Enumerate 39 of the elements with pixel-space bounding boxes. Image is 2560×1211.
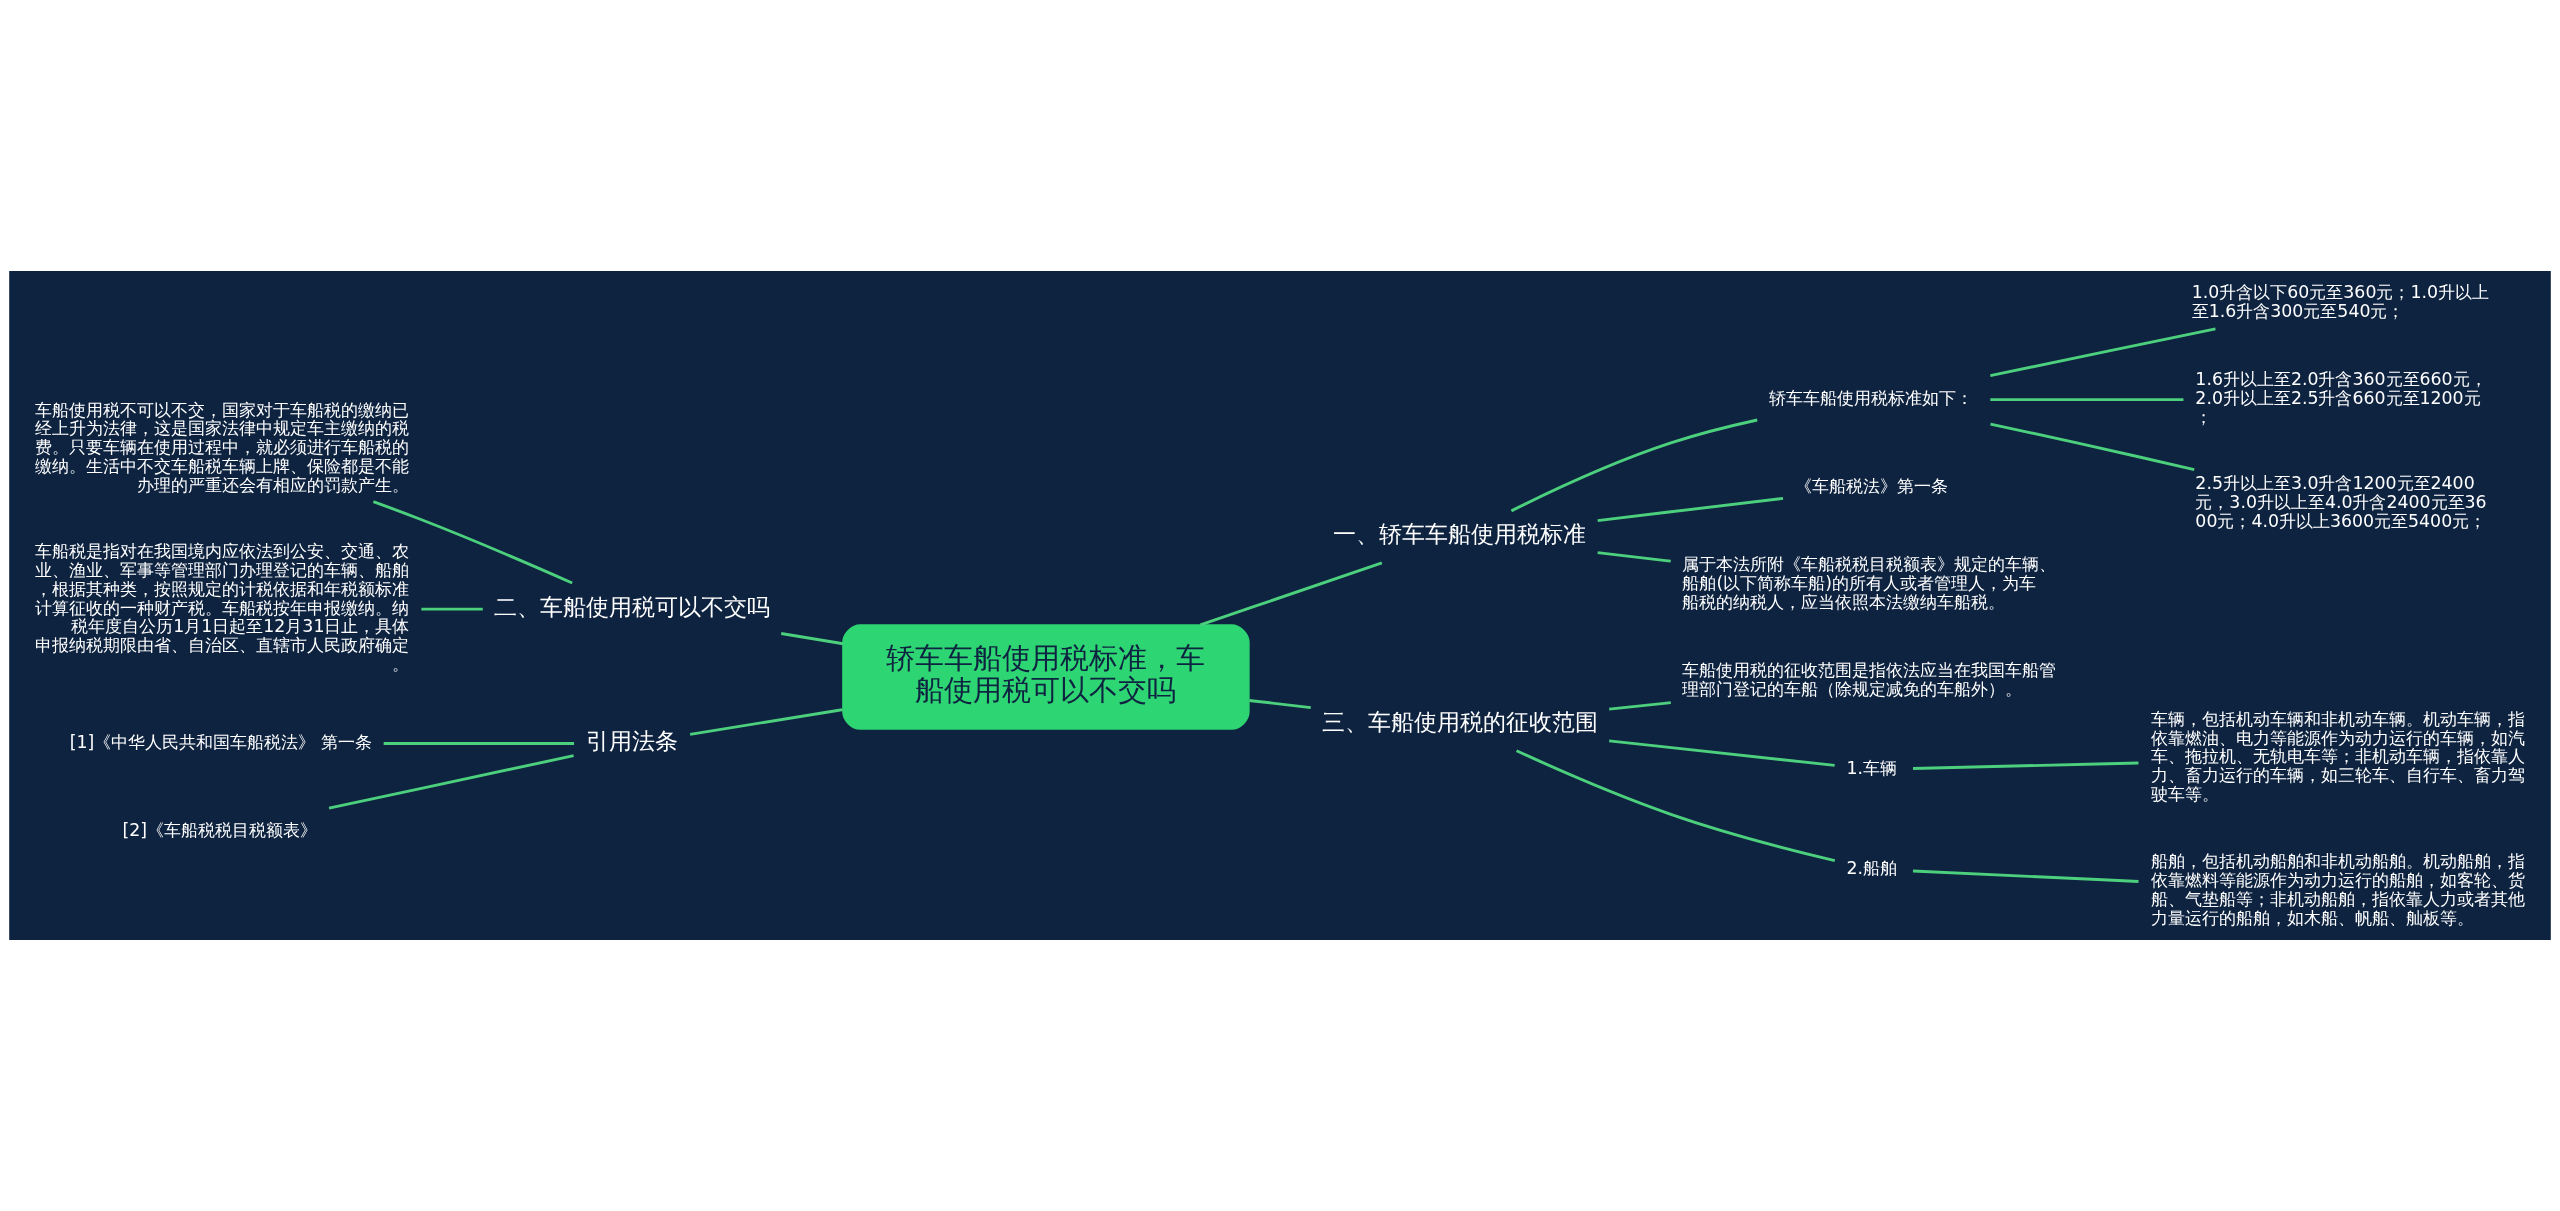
connector (421, 607, 483, 611)
connector (1990, 327, 2216, 378)
connector (1510, 418, 1758, 513)
node-text: 《车船税法》第一条 (1795, 476, 1949, 497)
connector (372, 500, 573, 585)
connector (1609, 739, 1835, 767)
connector (1199, 561, 1383, 627)
node-text: 二、车船使用税可以不交吗 (493, 593, 770, 620)
connector (328, 754, 574, 810)
connector (1990, 422, 2195, 471)
connector (1249, 699, 1311, 709)
connector (1912, 869, 2139, 883)
node-box: 轿车车船使用税标准，车船使用税可以不交吗 (842, 624, 1250, 730)
node-text: 属于本法所附《车船税税目税额表》规定的车辆、船舶(以下简称车船)的所有人或者管理人，为车船税的纳税人，应当依照本法缴纳车船税。 (1682, 554, 2057, 612)
node-text: 船舶，包括机动船舶和非机动船舶。机动船舶，指依靠燃料等能源作为动力运行的船舶，如客轮、货船、气垫船等；非机动船舶，指依靠人力或者其他力量运行的船舶，如木船、帆船、舢板等。 (2150, 851, 2525, 928)
node-text: 2.船舶 (1846, 857, 1897, 878)
connector (781, 632, 844, 646)
node-text: 2.5升以上至3.0升含1200元至2400元，3.0升以上至4.0升含2400元至3600元；4.0升以上3600元至5400元； (2195, 473, 2487, 531)
connector (1609, 701, 1671, 711)
connector (1912, 761, 2139, 770)
connector (1515, 749, 1836, 862)
node-text: 1.6升以上至2.0升含360元至660元，2.0升以上至2.5升含660元至1200元； (2195, 369, 2487, 427)
node-text: 一、轿车车船使用税标准 (1333, 521, 1587, 548)
node-text: 引用法条 (585, 727, 678, 754)
node-text: [1]《中华人民共和国车船税法》 第一条 (69, 731, 372, 752)
node-text: 车辆，包括机动车辆和非机动车辆。机动车辆，指依靠燃油、电力等能源作为动力运行的车辆，如汽车、拖拉机、无轨电车等；非机动车辆，指依靠人力、畜力运行的车辆，如三轮车、自行车、畜力驾驶车等。 (2150, 708, 2525, 804)
node-text: 车船使用税的征收范围是指依法应当在我国车船管理部门登记的车船（除规定减免的车船外）。 (1682, 660, 2057, 700)
node-text: [2]《车船税税目税额表》 (122, 820, 317, 841)
connector (1990, 398, 2184, 402)
node-text: 车船税是指对在我国境内应依法到公安、交通、农业、渔业、军事等管理部门办理登记的车辆、船舶，根据其种类，按照规定的计税依据和年税额标准计算征收的一种财产税。车船税按年申报缴纳。纳税年度自公历1月1日起至12月31日止，具体申报纳税期限由省、自治区、直辖市人民政府确定。 (35, 541, 410, 674)
node-text: 车船使用税不可以不交，国家对于车船税的缴纳已经上升为法律，这是国家法律中规定车主缴纳的税费。只要车辆在使用过程中，就必须进行车船税的缴纳。生活中不交车船税车辆上牌、保险都是不能办理的严重还会有相应的罚款产生。 (35, 399, 410, 495)
node-text: 三、车船使用税的征收范围 (1321, 709, 1598, 736)
connector (1597, 551, 1671, 563)
connector (1597, 497, 1784, 522)
node-text: 1.0升含以下60元至360元；1.0升以上至1.6升含300元至540元； (2191, 281, 2489, 321)
connector (689, 708, 843, 736)
connector (383, 742, 575, 745)
node-text: 1.车辆 (1846, 757, 1897, 778)
node-text: 轿车车船使用税标准如下： (1769, 388, 1974, 409)
